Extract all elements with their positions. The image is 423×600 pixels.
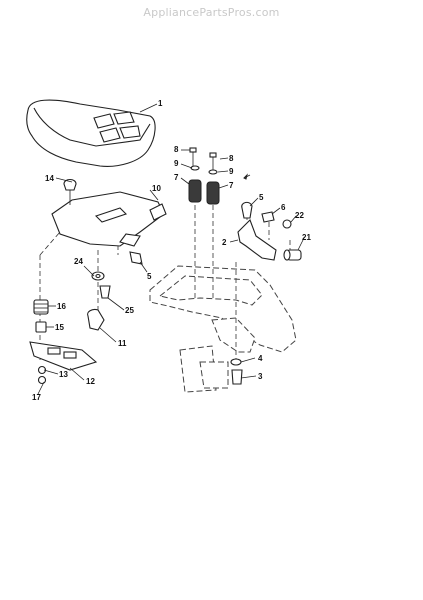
callout-16: 16 xyxy=(57,302,66,311)
callout-8-left: 8 xyxy=(174,145,179,154)
washer-4 xyxy=(230,358,242,366)
washer-24 xyxy=(91,271,105,281)
washer-9-right xyxy=(208,169,218,175)
bumper-7-left xyxy=(188,179,202,203)
bolt-8-left xyxy=(189,147,197,166)
callout-14: 14 xyxy=(45,174,54,183)
seat-pan xyxy=(51,191,167,247)
callout-2: 2 xyxy=(222,238,227,247)
callout-24: 24 xyxy=(74,257,83,266)
knob-11 xyxy=(87,308,105,331)
screw-5-lower xyxy=(129,251,143,265)
callout-7-right: 7 xyxy=(229,181,234,190)
callout-4: 4 xyxy=(258,354,263,363)
nut-22 xyxy=(282,219,292,229)
callout-3: 3 xyxy=(258,372,263,381)
callout-17: 17 xyxy=(32,393,41,402)
spring-16 xyxy=(33,299,49,315)
callout-numbers: 1 10 14 16 15 12 13 17 24 25 11 5 8 9 7 … xyxy=(32,99,311,402)
callout-6: 6 xyxy=(281,203,286,212)
washer-9-left xyxy=(190,165,200,171)
bushing-21 xyxy=(283,249,302,261)
leaders xyxy=(37,103,305,395)
callout-10: 10 xyxy=(152,184,161,193)
watermark: AppliancePartsPros.com xyxy=(143,6,280,19)
callout-5-upper: 5 xyxy=(259,193,264,202)
spacer-15 xyxy=(35,321,47,333)
nut-6 xyxy=(261,211,275,223)
bolt-25 xyxy=(99,285,111,299)
callout-22: 22 xyxy=(295,211,304,220)
callout-9-left: 9 xyxy=(174,159,179,168)
direction-arrow xyxy=(243,173,251,180)
tractor-frame xyxy=(149,265,297,393)
seat xyxy=(26,99,156,167)
callout-21: 21 xyxy=(302,233,311,242)
callout-13: 13 xyxy=(59,370,68,379)
bolt-3 xyxy=(231,369,243,385)
callout-8-right: 8 xyxy=(229,154,234,163)
nut-13 xyxy=(37,365,47,375)
callout-12: 12 xyxy=(86,377,95,386)
callout-25: 25 xyxy=(125,306,134,315)
nut-17 xyxy=(37,375,47,385)
pivot-bracket xyxy=(237,201,277,261)
bolt-8-right xyxy=(209,152,217,170)
callout-15: 15 xyxy=(55,323,64,332)
callout-1: 1 xyxy=(158,99,163,108)
bolt-14 xyxy=(63,178,77,205)
callout-5-lower: 5 xyxy=(147,272,152,281)
slide-bracket xyxy=(29,341,98,371)
callout-11: 11 xyxy=(118,339,127,348)
callout-9-right: 9 xyxy=(229,167,234,176)
callout-7-left: 7 xyxy=(174,173,179,182)
bumper-7-right xyxy=(206,181,220,205)
